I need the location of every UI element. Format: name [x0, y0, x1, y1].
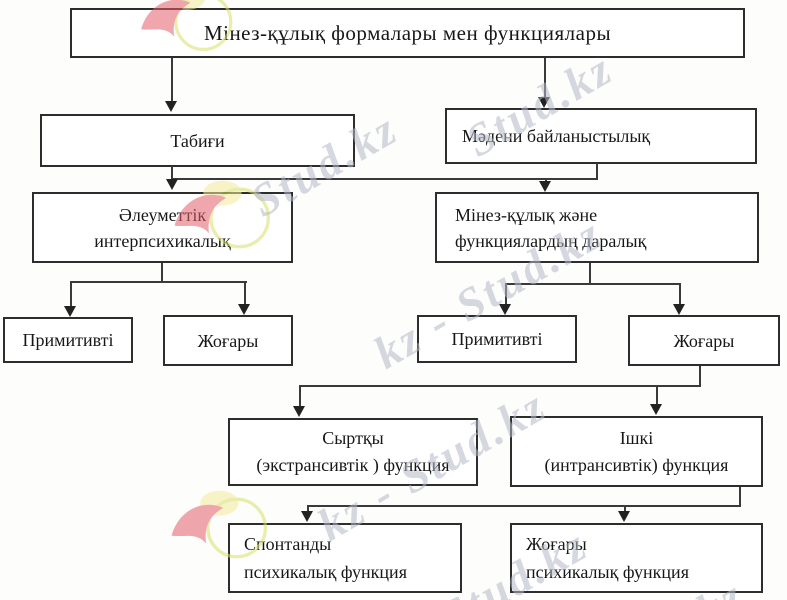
- connector-external-drop: [299, 385, 301, 406]
- arrow-down-icon: [293, 406, 305, 417]
- node-spontaneous-line1: Спонтанды: [244, 534, 332, 554]
- node-root-label: Мінез-құлық формалары мен функциялары: [203, 21, 612, 45]
- node-spontaneous-line2: психикалық функция: [244, 562, 407, 582]
- node-higher-right-label: Жоғары: [673, 330, 735, 351]
- node-external-line1: Сыртқы: [322, 428, 384, 448]
- node-behavior-line1: Мінез-құлық және: [455, 204, 598, 225]
- node-cultural: Мәдени байланыстылық: [445, 108, 757, 164]
- node-external-line2: (экстрансивтік ) функция: [256, 455, 450, 475]
- connector-higher-mental-drop: [624, 505, 626, 512]
- arrow-down-icon: [538, 97, 550, 108]
- connector-cultural-stub: [596, 163, 598, 179]
- arrow-down-icon: [499, 304, 511, 315]
- connector-social-left-drop: [70, 281, 72, 306]
- connector-mental-band: [307, 505, 741, 507]
- node-cultural-label: Мәдени байланыстылық: [462, 126, 651, 146]
- node-higher-mental-line1: Жоғары: [526, 534, 587, 554]
- connector-social-right-drop: [244, 281, 246, 304]
- arrow-down-icon: [618, 511, 630, 522]
- node-social-line1: Әлеуметтік: [118, 204, 207, 225]
- logo-bird: [171, 504, 224, 544]
- node-higher-mental: Жоғары психикалық функция: [510, 523, 763, 593]
- arrow-down-icon: [166, 179, 178, 190]
- node-primitive-right-label: Примитивті: [451, 329, 543, 349]
- connector-spontaneous-drop: [307, 505, 309, 512]
- node-natural-label: Табиғи: [170, 130, 225, 151]
- connector-higher-right-stem: [699, 366, 701, 387]
- node-higher-right: Жоғары: [628, 315, 780, 366]
- node-internal-function: Ішкі (интрансивтік) функция: [510, 416, 763, 487]
- arrow-down-icon: [238, 304, 250, 315]
- connector-level2-band: [171, 178, 598, 180]
- arrow-down-icon: [301, 511, 313, 522]
- connector-root-cultural-line: [544, 58, 546, 97]
- arrow-down-icon: [539, 181, 551, 192]
- connector-internal-stem: [739, 487, 741, 507]
- connector-natural-stub: [171, 166, 173, 179]
- arrow-down-icon: [673, 304, 685, 315]
- node-primitive-left-label: Примитивті: [22, 330, 114, 350]
- connector-social-band: [70, 281, 247, 283]
- node-external-function: Сыртқы (экстрансивтік ) функция: [228, 418, 478, 486]
- connector-root-natural-line: [171, 58, 173, 101]
- connector-behavior-left-drop: [505, 283, 507, 304]
- connector-behavior-band: [505, 283, 681, 285]
- node-higher-left: Жоғары: [163, 315, 293, 366]
- arrow-down-icon: [64, 306, 76, 317]
- node-internal-line1: Ішкі: [619, 427, 654, 448]
- node-social-interpsychic: Әлеуметтік интерпсихикалық: [32, 192, 293, 263]
- connector-behavior-right-drop: [679, 283, 681, 304]
- node-internal-line2: (интрансивтік) функция: [544, 454, 729, 475]
- connector-band-drop: [545, 178, 547, 182]
- arrow-down-icon: [165, 101, 177, 112]
- node-social-line2: интерпсихикалық: [94, 230, 231, 251]
- arrow-down-icon: [650, 404, 662, 415]
- node-primitive-left: Примитивті: [3, 317, 133, 363]
- node-behavior-individual: Мінез-құлық және функциялардың даралық: [435, 192, 759, 263]
- logo-blob: [200, 490, 239, 516]
- node-higher-mental-line2: психикалық функция: [526, 562, 689, 582]
- node-spontaneous-mental: Спонтанды психикалық функция: [228, 523, 462, 593]
- node-higher-left-label: Жоғары: [197, 330, 259, 351]
- node-root: Мінез-құлық формалары мен функциялары: [70, 8, 745, 58]
- connector-internal-drop: [656, 385, 658, 404]
- connector-social-stem: [161, 263, 163, 282]
- node-primitive-right: Примитивті: [417, 315, 577, 363]
- node-natural: Табиғи: [40, 114, 355, 167]
- connector-function-band: [299, 385, 701, 387]
- connector-behavior-stem: [589, 263, 591, 284]
- node-behavior-line2: функциялардың даралық: [455, 230, 647, 251]
